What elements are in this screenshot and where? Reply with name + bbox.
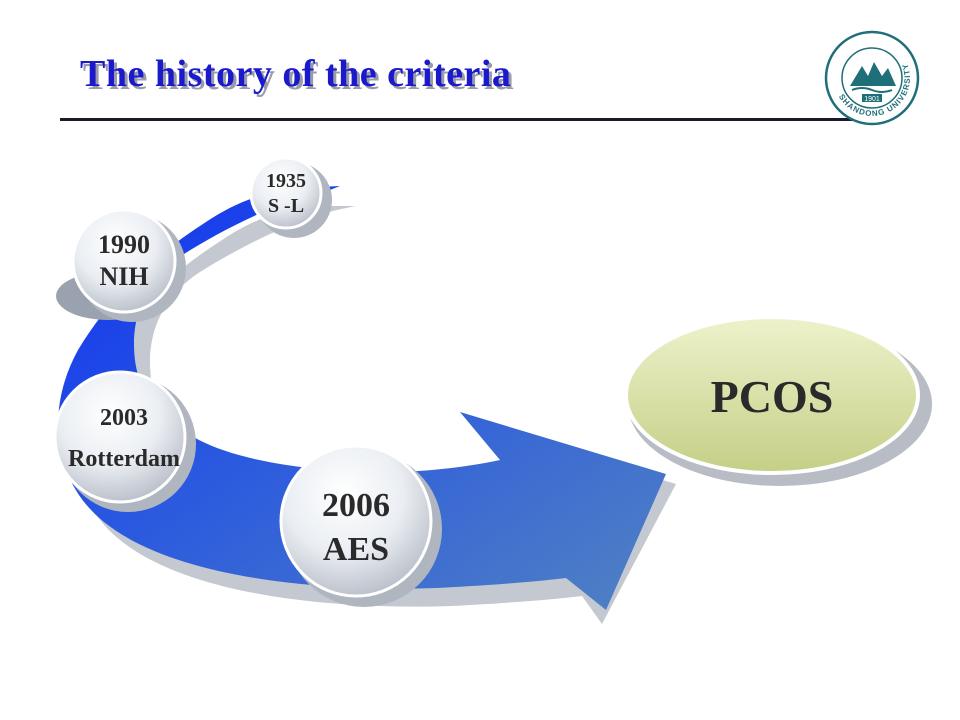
pcos-label: PCOS [711, 371, 834, 422]
curved-timeline-arrow [58, 186, 666, 610]
pcos-target: PCOS [624, 315, 932, 486]
milestone-name: AES [323, 531, 389, 568]
milestone-name: Rotterdam [68, 446, 180, 472]
milestone-2006: 2006 AES [279, 444, 442, 607]
shandong-university-logo: SHANDONG UNIVERSITY 1901 [824, 30, 920, 126]
milestone-name: NIH [99, 262, 148, 291]
milestone-year: 1935 [266, 170, 306, 192]
milestone-2003: 2003 Rotterdam [53, 370, 196, 512]
milestone-1935: 1935 S -L [249, 156, 332, 238]
milestone-year: 1990 [98, 230, 150, 259]
milestone-name: S -L [268, 195, 304, 217]
slide-title: The history of the criteria [80, 53, 512, 95]
milestone-year: 2003 [100, 405, 148, 431]
title-underline [60, 118, 860, 121]
milestone-1990: 1990 NIH [56, 208, 186, 322]
logo-year: 1901 [864, 96, 880, 103]
milestone-year: 2006 [322, 487, 390, 524]
